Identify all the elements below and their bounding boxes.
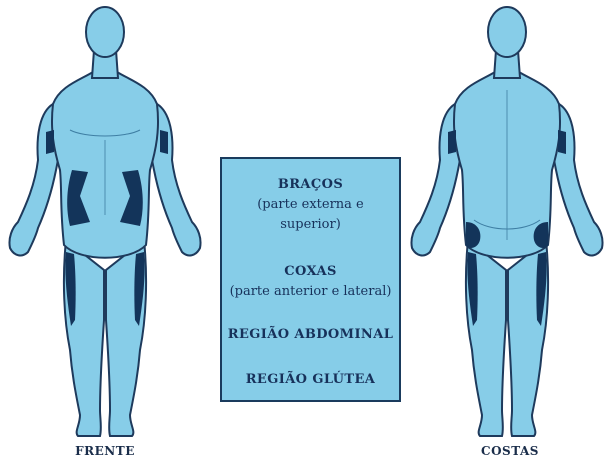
legend-title-gluteal: REGIÃO GLÚTEA xyxy=(222,372,399,387)
back-caption: COSTAS xyxy=(470,444,550,458)
front-right-arm-zone xyxy=(160,130,168,154)
back-left-arm-zone xyxy=(448,130,456,154)
injection-sites-legend: BRAÇOS (parte externa e superior) COXAS … xyxy=(220,157,401,402)
legend-item-arms: BRAÇOS (parte externa e superior) xyxy=(222,175,399,235)
legend-title-arms: BRAÇOS xyxy=(222,175,399,195)
legend-title-thighs: COXAS xyxy=(222,262,399,282)
legend-desc-arms: (parte externa e superior) xyxy=(222,195,399,235)
legend-item-thighs: COXAS (parte anterior e lateral) xyxy=(222,262,399,302)
front-body-figure xyxy=(0,0,210,445)
front-head xyxy=(86,7,124,57)
front-caption: FRENTE xyxy=(65,444,145,458)
back-right-arm-zone xyxy=(558,130,566,154)
legend-item-gluteal: REGIÃO GLÚTEA xyxy=(222,372,399,387)
legend-desc-thighs: (parte anterior e lateral) xyxy=(222,282,399,302)
back-body-figure xyxy=(400,0,611,445)
back-head xyxy=(488,7,526,57)
front-left-arm-zone xyxy=(46,130,54,154)
legend-item-abdomen: REGIÃO ABDOMINAL xyxy=(222,327,399,342)
legend-title-abdomen: REGIÃO ABDOMINAL xyxy=(222,327,399,342)
